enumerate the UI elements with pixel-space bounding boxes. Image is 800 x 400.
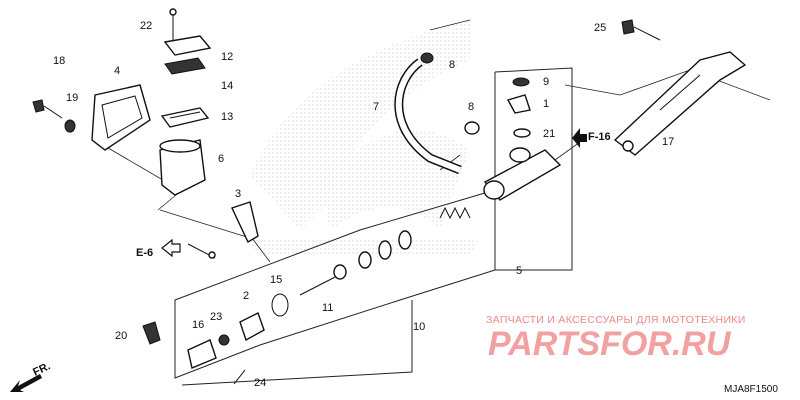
- callout-17: 17: [662, 136, 674, 148]
- part-2-boot: [239, 312, 265, 342]
- part-9-cap: [512, 77, 530, 87]
- e6-arrow-icon: [161, 238, 181, 258]
- callout-19: 19: [66, 92, 78, 104]
- e6-bolt: [187, 243, 216, 259]
- callout-13: 13: [221, 111, 233, 123]
- callout-7: 7: [373, 101, 379, 113]
- part-3-bracket: [231, 201, 259, 243]
- part-20-pin: [142, 321, 161, 345]
- callout-3: 3: [235, 188, 241, 200]
- part-21-oring: [513, 128, 531, 138]
- callout-10: 10: [413, 321, 425, 333]
- part-23-nut: [218, 334, 230, 346]
- part-22-screw: [169, 8, 177, 42]
- callout-4: 4: [114, 65, 120, 77]
- part-18-bolt: [32, 99, 63, 119]
- part-6-reservoir: [159, 139, 206, 196]
- front-arrow-icon: [10, 374, 42, 392]
- part-12-plate: [163, 35, 212, 56]
- part-14-plate: [164, 57, 206, 75]
- callout-5: 5: [516, 265, 522, 277]
- part-1-joint: [506, 94, 531, 114]
- f16-arrow-icon: [572, 128, 587, 148]
- part-11-pushrod: [299, 264, 347, 296]
- ref-f16: F-16: [588, 131, 611, 143]
- callout-24: 24: [254, 377, 266, 389]
- part-19-grommet: [64, 119, 76, 133]
- callout-18: 18: [53, 55, 65, 67]
- ref-front: FR.: [31, 360, 52, 378]
- callout-20: 20: [115, 330, 127, 342]
- callout-8-lower: 8: [468, 101, 474, 113]
- watermark-caption: ЗАПЧАСТИ И АКСЕССУАРЫ ДЛЯ МОТОТЕХНИКИ: [486, 314, 746, 326]
- part-13-diaphragm: [160, 107, 210, 128]
- callout-9: 9: [543, 76, 549, 88]
- callout-11: 11: [322, 302, 333, 314]
- callout-23: 23: [210, 311, 222, 323]
- part-8-clip-lower: [464, 121, 480, 135]
- part-24-cotter-pin: [233, 369, 246, 385]
- spring: [439, 206, 471, 220]
- piston-cups: [358, 230, 412, 269]
- callout-14: 14: [221, 80, 233, 92]
- callout-labels: 22 12 14 13 6 4 18 19 3 7 8 8 9 1 21 17 …: [53, 20, 674, 389]
- callout-21: 21: [543, 128, 555, 140]
- part-17-bracket: [613, 51, 747, 156]
- callout-16: 16: [192, 319, 204, 331]
- master-cylinder-body: [483, 147, 562, 201]
- callout-1: 1: [543, 98, 549, 110]
- watermark-brand: PARTSFOR.RU: [488, 325, 732, 363]
- part-15-circlip: [271, 293, 289, 317]
- part-25-bolt: [621, 19, 661, 41]
- callout-12: 12: [221, 51, 233, 63]
- ref-e6: E-6: [136, 247, 153, 259]
- part-4-cover: [91, 84, 151, 151]
- callout-15: 15: [270, 274, 282, 286]
- assembly-frame: [174, 67, 573, 386]
- callout-25: 25: [594, 22, 606, 34]
- diagram-code: MJA8F1500: [724, 384, 778, 395]
- part-8-clip-upper: [420, 52, 434, 64]
- background-logo: [250, 20, 480, 255]
- callout-2: 2: [243, 290, 249, 302]
- part-7-hose: [394, 58, 462, 175]
- part-16-clevis: [187, 339, 217, 369]
- callout-6: 6: [218, 153, 224, 165]
- callout-22: 22: [140, 20, 152, 32]
- callout-8-upper: 8: [449, 59, 455, 71]
